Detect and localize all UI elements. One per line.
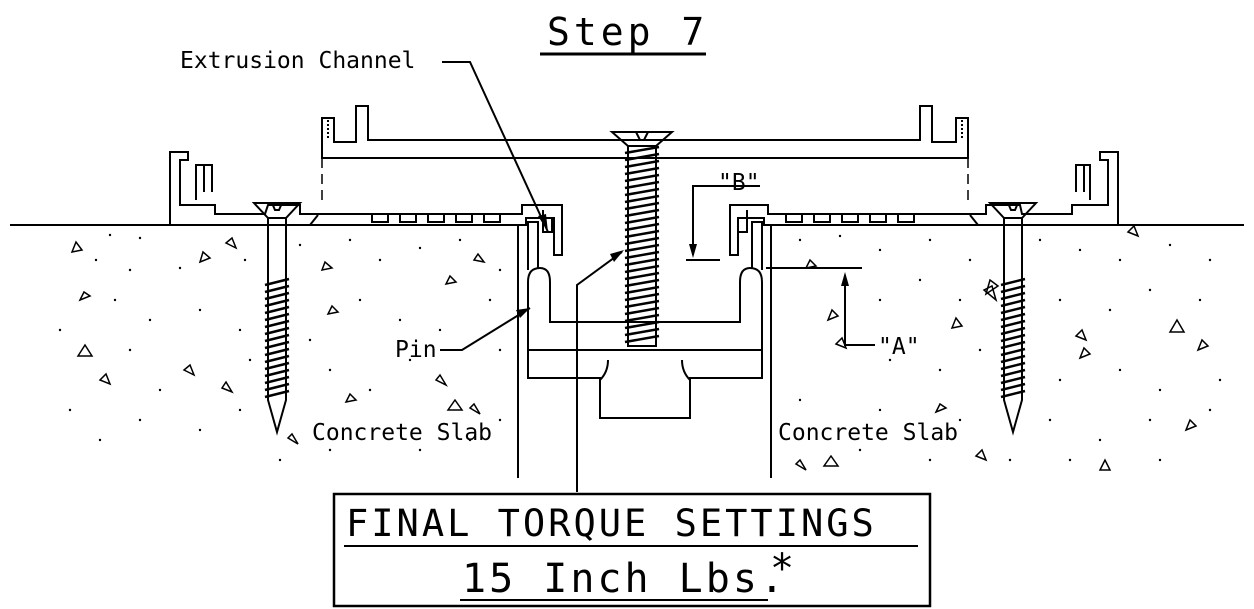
left-anchor-screw <box>251 202 303 436</box>
pin-holder <box>527 266 763 419</box>
dimension-b <box>686 185 760 261</box>
torque-settings-box: FINAL TORQUE SETTINGS 15 Inch Lbs. * <box>332 492 932 608</box>
dimension-a-label: "A" <box>878 334 920 360</box>
concrete-slab-left-label: Concrete Slab <box>312 420 492 446</box>
torque-line-2: 15 Inch Lbs. <box>462 556 787 602</box>
torque-asterisk: * <box>770 546 797 592</box>
concrete-dots-left <box>58 233 502 462</box>
torque-leader <box>576 251 623 492</box>
extrusion-channel-leader <box>442 61 549 233</box>
right-anchor-screw <box>987 202 1039 436</box>
pin-arrowhead <box>516 308 530 318</box>
concrete-slab-right-label: Concrete Slab <box>778 420 958 446</box>
torque-line-1: FINAL TORQUE SETTINGS <box>346 502 877 545</box>
concrete-dots-right <box>798 234 1222 462</box>
dimension-a <box>766 267 875 346</box>
center-bolt <box>609 131 675 347</box>
extrusion-channel-arrowhead <box>538 214 548 232</box>
extrusion-channel-label: Extrusion Channel <box>180 48 415 74</box>
concrete-aggregate-left <box>70 236 486 445</box>
right-base-extrusion <box>729 151 1119 270</box>
pin-leader <box>440 307 531 351</box>
slab-gap-walls <box>517 225 772 478</box>
torque-arrowhead <box>610 250 624 262</box>
pin-label: Pin <box>395 337 437 363</box>
left-base-extrusion <box>169 151 563 270</box>
dimension-b-label: "B" <box>718 170 760 196</box>
step-title: Step 7 <box>547 10 708 54</box>
